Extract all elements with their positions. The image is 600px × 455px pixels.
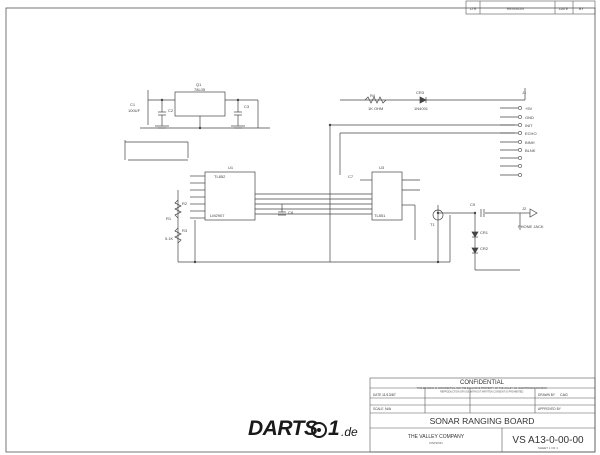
u3-label: U3 [379, 165, 385, 170]
board-title: SONAR RANGING BOARD [430, 416, 535, 426]
confidential-text-line-1: THIS DRAWING IS CONFIDENTIAL AND THE EXC… [417, 387, 548, 390]
component-labels: Q1 78L05 R4 1K OHM CR3 1N4001 C1 100UF C… [128, 82, 544, 251]
sheet-number: SHEET 1 OF 1 [538, 446, 558, 450]
q1-label: Q1 [196, 82, 202, 87]
j2-label: J2 [522, 206, 527, 211]
r1-value: 5.1K [165, 236, 174, 241]
u3-part: TL851 [374, 213, 386, 218]
u1-label: U1 [228, 165, 234, 170]
phone-jack-label: PHONE JACK [518, 224, 544, 229]
darts1-logo: DARTS 1 .de [248, 417, 360, 445]
pin-4: ECHO [525, 131, 537, 136]
pin-6: BLNK [525, 148, 536, 153]
rev-label: LTR [470, 7, 477, 11]
cr1-label: CR1 [480, 230, 489, 235]
r4-value: 1K OHM [368, 106, 383, 111]
drawing-border [5, 7, 596, 453]
c1-label: C1 [130, 102, 136, 107]
pin-1: +5V [525, 106, 533, 111]
pin-2: GND [525, 115, 534, 120]
dartboard-icon [311, 422, 327, 438]
company-division: DIVISION [429, 441, 442, 445]
rev-desc-label: REVISION [507, 7, 524, 11]
approved-label: APPROVED BY [538, 407, 562, 411]
connector-j1-pins [518, 106, 522, 177]
schematic-wires [124, 88, 538, 271]
u1-part: LM2907 [210, 213, 225, 218]
scale-label: SCALE [373, 407, 383, 411]
cr3-part: 1N4001 [414, 106, 429, 111]
drawn-label: DRAWN BY [538, 393, 556, 397]
rev-date-label: DATE [559, 7, 569, 11]
revision-block [465, 0, 596, 15]
c7-label: C7 [348, 174, 354, 179]
u2-part: TL852 [214, 174, 226, 179]
title-block [369, 377, 596, 453]
confidential-heading: CONFIDENTIAL [460, 380, 505, 386]
c8-label: C8 [288, 210, 294, 215]
c2-label: C2 [168, 108, 174, 113]
date-value: 11/13/87 [382, 393, 396, 397]
logo-brand-b: 1 [328, 417, 340, 440]
drawing-number: VS A13-0-00-00 [512, 435, 584, 446]
c1-value: 100UF [128, 108, 141, 113]
logo-tld: .de [341, 425, 358, 439]
scale-value: N/A [385, 407, 392, 411]
pin-5: BINH [525, 140, 535, 145]
r2-label: R2 [182, 201, 188, 206]
q1-part: 78L05 [194, 87, 206, 92]
c9-label: C9 [470, 202, 476, 207]
j1-label: J1 [522, 90, 527, 95]
logo-brand-a: DARTS [248, 417, 318, 440]
r3-label: R3 [182, 228, 188, 233]
cr3-label: CR3 [416, 90, 425, 95]
date-label: DATE [373, 393, 381, 397]
drawn-value: CAG [560, 393, 568, 397]
company-name: THE VALLEY COMPANY [408, 434, 465, 440]
pin-3: INIT [525, 123, 533, 128]
confidential-text-line-2: REPRODUCTION OR USE WITHOUT WRITTEN CONS… [440, 391, 524, 394]
rev-appr-label: BY [579, 7, 584, 11]
junction-dots [160, 98, 477, 264]
t1-label: T1 [430, 222, 435, 227]
cr2-label: CR2 [480, 246, 489, 251]
c3-label: C3 [244, 104, 250, 109]
r1-label: R1 [166, 216, 172, 221]
r4-label: R4 [370, 93, 376, 98]
